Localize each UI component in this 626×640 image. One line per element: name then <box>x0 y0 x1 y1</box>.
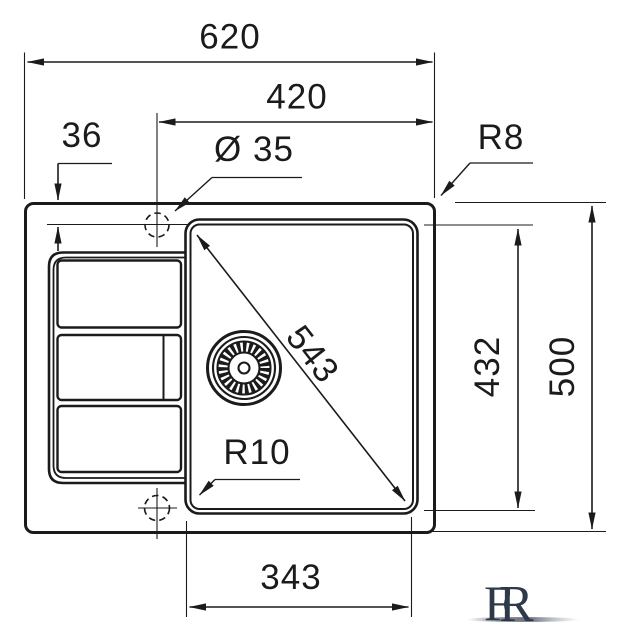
dim-bowl-diagonal-label: 543 <box>278 318 347 390</box>
tap-hole-bottom-circle <box>143 494 171 522</box>
dim-bowl-front-to-back-label: 432 <box>468 336 507 397</box>
callout-outer-corner-radius-label: R8 <box>478 118 525 157</box>
callout-bowl-corner-radius-label: R10 <box>223 433 290 472</box>
dim-overall-width: 620 <box>23 18 436 199</box>
callout-bowl-corner-radius: R10 <box>199 433 300 496</box>
dim-overall-depth: 500 <box>413 201 606 533</box>
tap-hole-top-marker <box>47 113 189 247</box>
sink-outer-edge <box>24 202 436 534</box>
logo-swoosh <box>466 617 580 622</box>
callout-tap-hole-diameter: Ø 35 <box>174 130 302 212</box>
dimension-line <box>196 234 406 502</box>
leader-arrow-line <box>174 176 213 212</box>
drainboard-outer-edge <box>47 251 187 485</box>
bowl <box>184 218 419 515</box>
dim-tap-to-right-edge-label: 420 <box>266 78 327 117</box>
drainboard-ridge-3 <box>56 404 183 474</box>
sink-outline <box>24 202 436 534</box>
dim-tap-to-back-edge: 36 <box>54 116 112 251</box>
drainboard-inner-edge <box>52 256 187 479</box>
strainer-center-hole <box>237 361 251 375</box>
callout-outer-corner-radius: R8 <box>440 118 533 196</box>
dim-tap-to-right-edge: 420 <box>158 78 433 126</box>
bowl-outer-edge <box>184 218 419 515</box>
dim-overall-width-label: 620 <box>199 18 260 57</box>
dim-tap-to-back-edge-label: 36 <box>62 116 103 155</box>
watermark-logo: F R <box>466 575 580 633</box>
bowl-inner-edge <box>189 223 414 510</box>
callout-tap-hole-diameter-label: Ø 35 <box>214 130 294 169</box>
drain-strainer-icon <box>206 330 282 406</box>
leader-arrow-line <box>199 479 216 496</box>
drainboard-ridge-1 <box>56 259 183 329</box>
logo-letter-f: F <box>484 575 512 631</box>
tap-hole-bottom-marker <box>138 488 177 539</box>
strainer-slot-inner-ring <box>227 351 261 385</box>
leader-arrow-line <box>440 162 471 196</box>
dim-bowl-width: 343 <box>185 517 413 617</box>
dim-bowl-width-label: 343 <box>260 558 321 597</box>
dim-overall-depth-label: 500 <box>543 336 582 397</box>
drainboard-ridge-2 <box>56 333 183 402</box>
logo-letter-r: R <box>499 576 534 633</box>
drainboard <box>47 251 187 485</box>
dim-bowl-front-to-back: 432 <box>424 224 535 512</box>
tap-hole-top-circle <box>144 212 170 238</box>
